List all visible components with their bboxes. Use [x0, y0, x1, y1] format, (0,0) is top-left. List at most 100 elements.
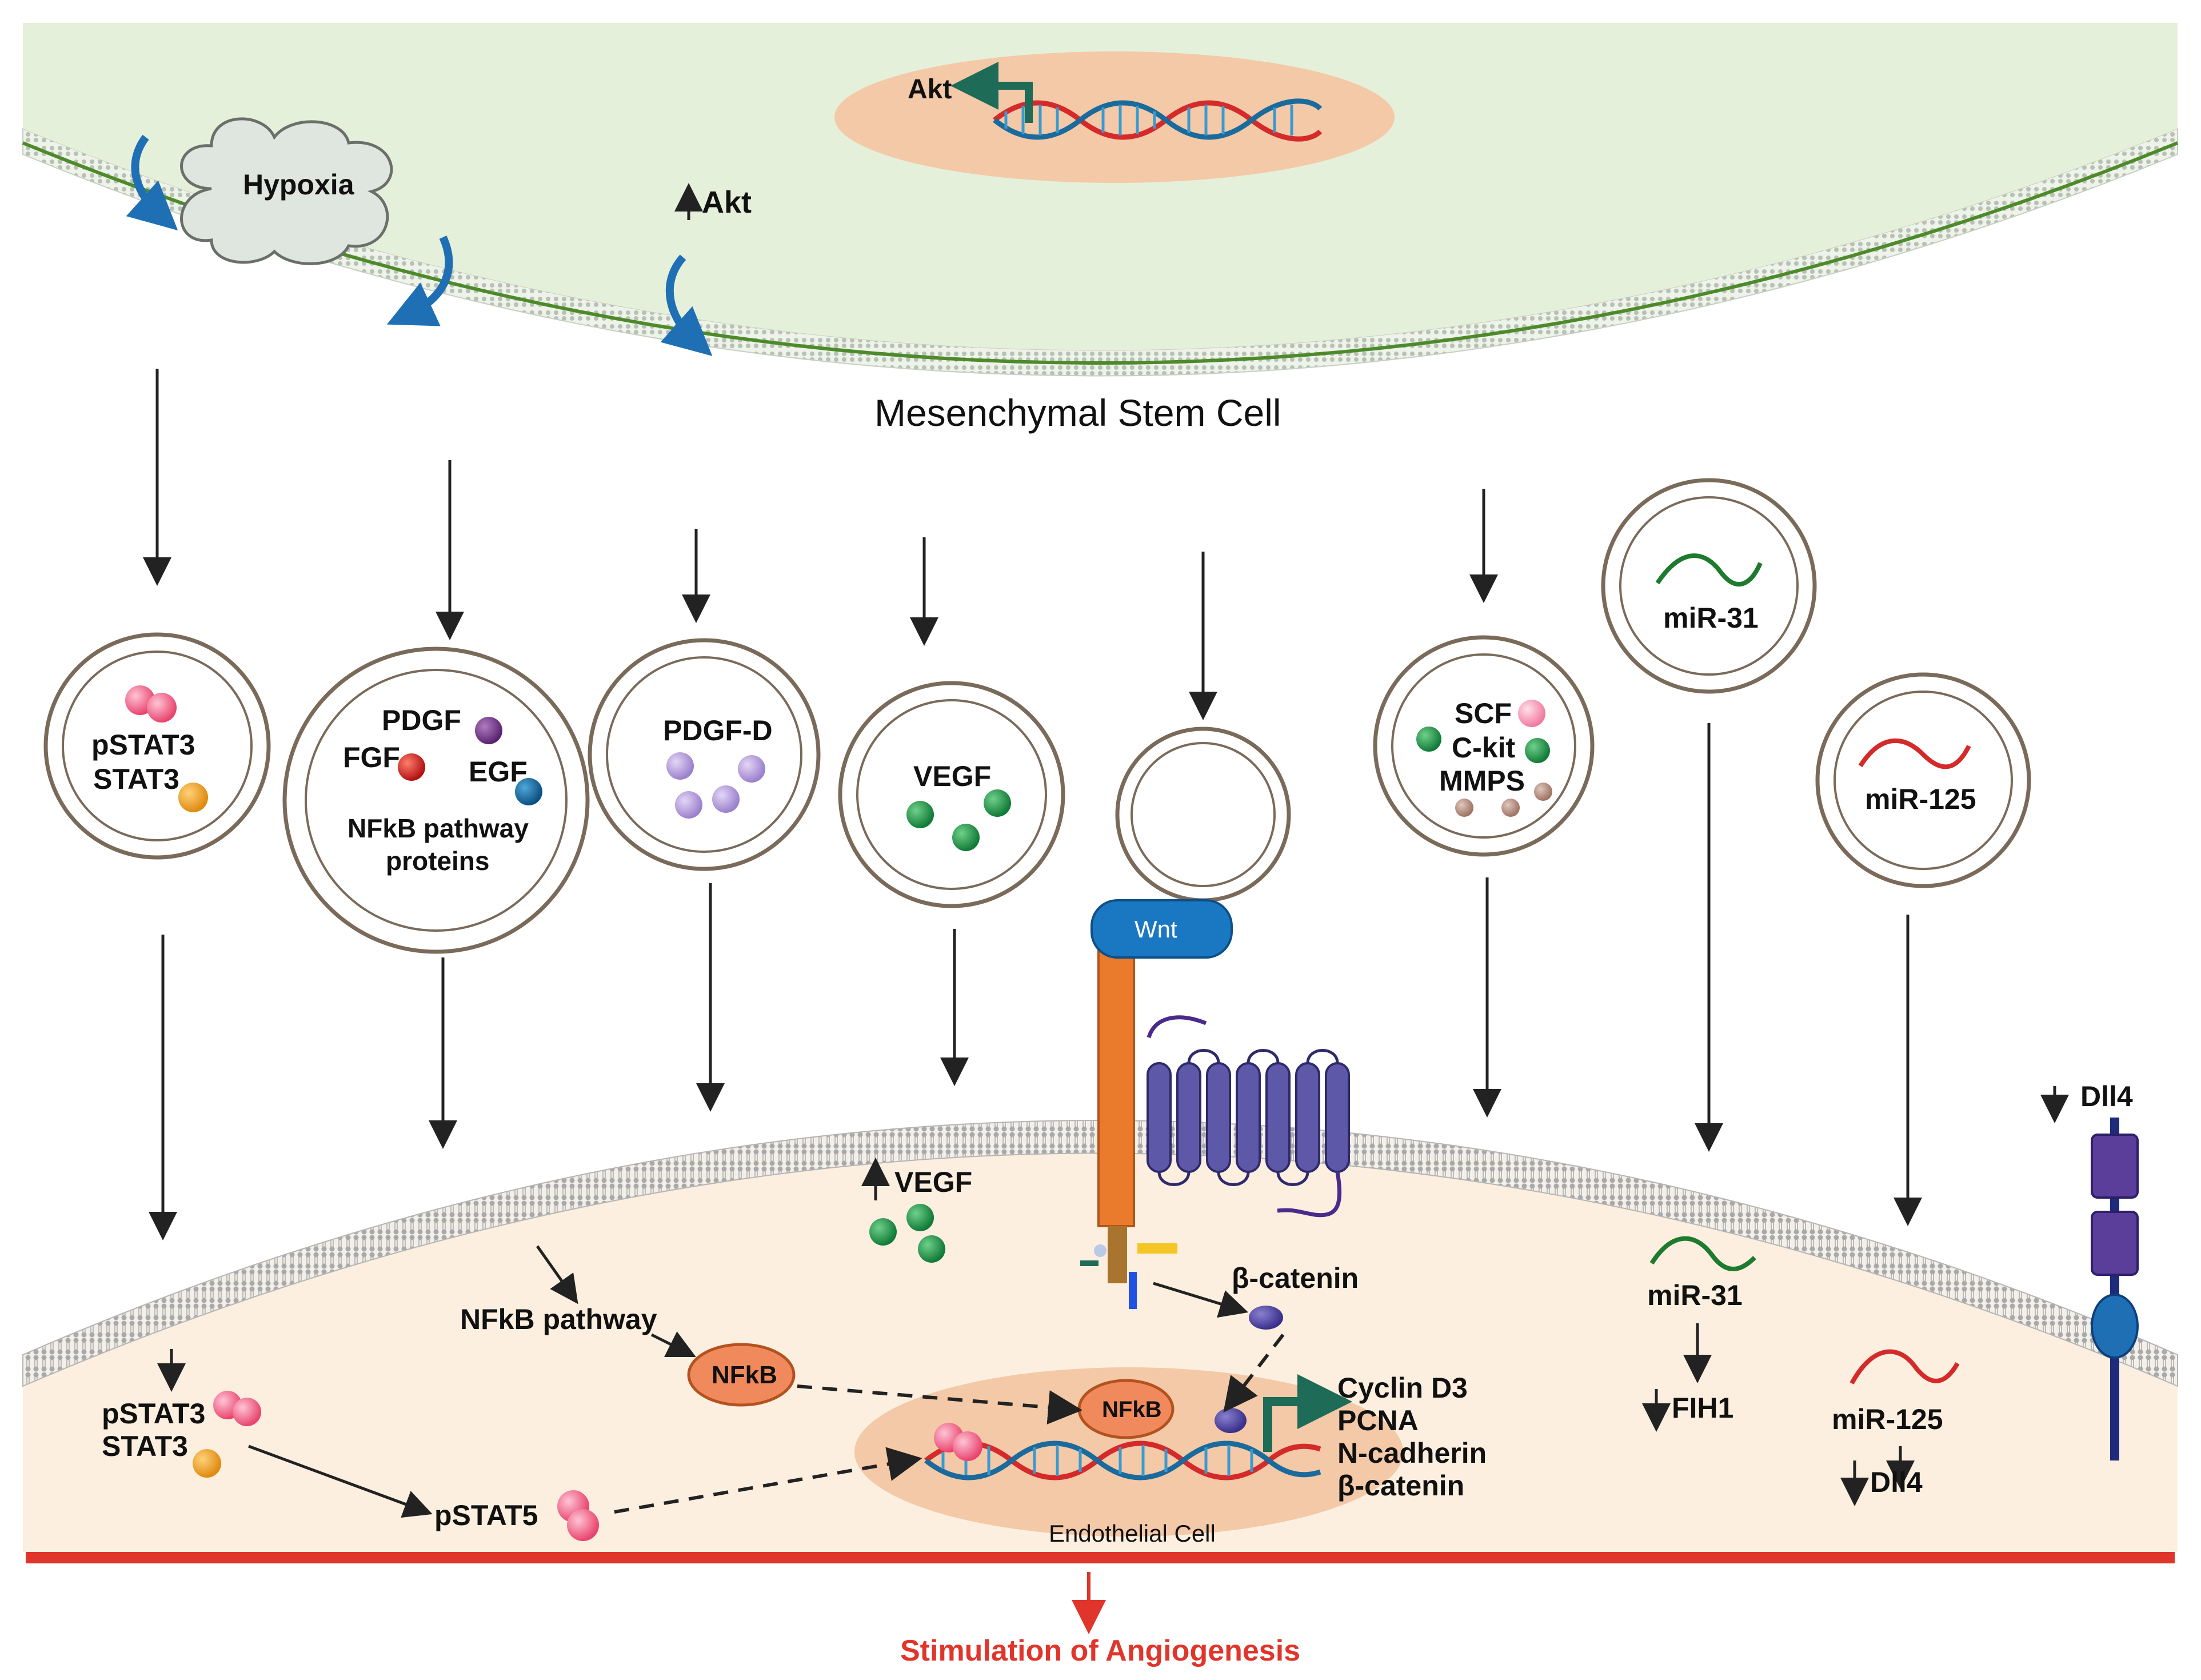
vegf-up-label: VEGF [894, 1166, 972, 1198]
endo-body [23, 1136, 2178, 1552]
ves-pdgf: PDGF [382, 704, 461, 736]
vegf-ball-3 [952, 824, 980, 851]
vesicle-mir125: miR-125 [1815, 672, 2031, 888]
stat3-ball [178, 783, 208, 812]
ves-stat-line1: pSTAT3 [91, 729, 195, 761]
vegf-ball-1 [906, 801, 934, 828]
akt-gene-label: Akt [908, 74, 952, 105]
beta-catenin-protein [1249, 1306, 1283, 1330]
nfkb-cytoplasm-label: NFkB [712, 1361, 777, 1389]
wnt-label: Wnt [1135, 916, 1177, 943]
vegf-ball-2 [984, 789, 1011, 817]
mir125-endo-label: miR-125 [1832, 1403, 1943, 1435]
pdgfd-ball-2 [738, 755, 765, 783]
mir31-endo-strand [1649, 1236, 1756, 1271]
hypoxia-label: Hypoxia [243, 169, 355, 201]
pdgfd-ball-3 [675, 791, 702, 819]
target-2: PCNA [1337, 1404, 1419, 1436]
pstat3-cyto-b [233, 1398, 261, 1426]
gsk-bar [1129, 1272, 1137, 1309]
nfkb-cytoplasm [687, 1343, 796, 1407]
pdgf-ball [475, 717, 502, 744]
vegf-in-2 [906, 1204, 934, 1231]
vegf-up: VEGF [861, 1158, 972, 1263]
msc-body [23, 23, 2178, 350]
vesicle-stat: pSTAT3 STAT3 [43, 632, 271, 860]
target-1: Cyclin D3 [1337, 1372, 1468, 1404]
vesicle-growth-factors: PDGF FGF EGF NFkB pathway proteins [282, 647, 590, 954]
ves-scf: SCF [1455, 697, 1512, 729]
msc-nucleus-ellipse [834, 51, 1395, 183]
frizzled-receptor [1147, 1015, 1350, 1218]
dvl-bar [1137, 1243, 1177, 1254]
msc-nucleus: Akt [834, 51, 1395, 183]
endothelial-cell [22, 1120, 2178, 1563]
endo-membrane [22, 1120, 2178, 1387]
nfkb-in-arrow [536, 1245, 578, 1304]
pstat3-label: pSTAT3 [102, 1398, 205, 1430]
ves-fgf: FGF [343, 741, 400, 773]
target-4: β-catenin [1337, 1470, 1464, 1502]
stat3-cyto [193, 1449, 221, 1478]
mir31-endo-label: miR-31 [1647, 1279, 1743, 1311]
nfkb-nucleus-label: NFkB [1102, 1397, 1161, 1422]
mir31-strand [1655, 553, 1763, 586]
mir125-endo-strand [1850, 1349, 1960, 1384]
ves-pdgfd: PDGF-D [663, 715, 773, 747]
endo-label: Endothelial Cell [1049, 1520, 1216, 1547]
wnt-cap [1090, 899, 1233, 959]
wnt-receptor: Wnt [1080, 899, 1233, 1309]
msc-membrane-line [22, 141, 2179, 365]
ves-ckit: C-kit [1452, 732, 1515, 764]
mir125-strand [1858, 738, 1971, 769]
vesicle-vegf: VEGF [838, 681, 1065, 908]
nfkb-pathway-arrow [650, 1331, 696, 1357]
frizzled-c-term [1277, 1171, 1342, 1218]
ves-nfkb-line2: proteins [386, 846, 489, 876]
dll4-stalk [2110, 1118, 2119, 1460]
endo-nucleus: NFkB Endothelial Cell [854, 1367, 1403, 1547]
stat3-label: STAT3 [102, 1430, 188, 1462]
fih1-label: FIH1 [1672, 1392, 1733, 1424]
endo-base-line [26, 1552, 2175, 1563]
outcome-label: Stimulation of Angiogenesis [900, 1634, 1300, 1667]
ckit-ball-right [1525, 738, 1550, 763]
fgf-ball [398, 753, 425, 781]
pstat5-b [567, 1509, 599, 1541]
pstat3-dimer-b [953, 1431, 982, 1461]
dll4-receptor: Dll4 [2040, 1080, 2139, 1460]
hypoxia-arrow-left [126, 134, 178, 231]
pdgfd-ball-4 [712, 785, 740, 813]
ves-mmps: MMPS [1439, 765, 1525, 797]
beta-catenin-label: β-catenin [1232, 1262, 1359, 1294]
ves-egf: EGF [469, 756, 528, 788]
msc-label: Mesenchymal Stem Cell [874, 392, 1281, 434]
pdgfd-ball-1 [666, 752, 694, 780]
nfkb-pathway-label: NFkB pathway [460, 1303, 657, 1335]
beta-catenin-dashed [1223, 1334, 1285, 1413]
scf-ball [1518, 700, 1545, 727]
vesicle-pdgf-d: PDGF-D [588, 638, 821, 871]
vesicle-empty [1115, 727, 1291, 903]
vegf-in-1 [869, 1218, 897, 1246]
ves-mir125: miR-125 [1865, 783, 1976, 815]
axin-bar [1080, 1260, 1098, 1266]
target-genes: Cyclin D3 PCNA N-cadherin β-catenin [1337, 1372, 1487, 1502]
akt-up: Akt [674, 183, 752, 220]
mmp-ball-1 [1455, 799, 1473, 817]
msc-cell: Mesenchymal Stem Cell [22, 23, 2179, 434]
beta-catenin-arrow [1153, 1282, 1249, 1318]
vesicle-mir31: miR-31 [1601, 478, 1817, 694]
lrp-stalk [1097, 936, 1135, 1227]
dll4-low-label: Dll4 [1870, 1466, 1923, 1498]
dna-helix-top [993, 98, 1323, 142]
ves-nfkb-line1: NFkB pathway [347, 813, 529, 843]
ves-vegf: VEGF [913, 760, 991, 792]
hypoxia-cloud: Hypoxia [180, 117, 393, 265]
ves-stat-line2: STAT3 [93, 763, 179, 795]
akt-up-label: Akt [702, 185, 752, 220]
beta-catenin-bound [1215, 1408, 1247, 1433]
mir125-endo: miR-125 Dll4 [1832, 1349, 1960, 1506]
hypoxia-arrow-right [386, 236, 453, 326]
